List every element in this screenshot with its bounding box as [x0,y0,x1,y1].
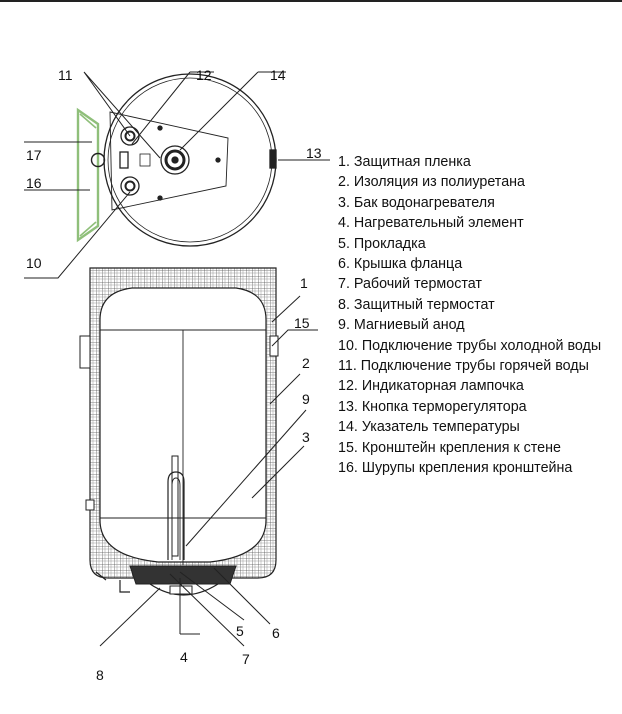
thermostat-button [269,149,277,169]
wall-bracket [76,107,100,243]
legend-item: 8. Защитный термостат [338,296,495,313]
pipe-left [79,335,91,369]
flange-cover [149,583,219,596]
bracket-screw [90,152,106,168]
top-view-outer-circle [103,73,277,247]
callout-15: 15 [294,315,310,331]
callout-3: 3 [302,429,310,445]
callout-2: 2 [302,355,310,371]
legend-item: 5. Прокладка [338,235,426,252]
callout-8: 8 [96,667,104,683]
parts-legend: 1. Защитная пленка 2. Изоляция из полиур… [338,152,618,479]
gasket [169,585,193,595]
flange-outline [109,111,229,211]
legend-item: 9. Магниевый анод [338,317,465,334]
callout-7: 7 [242,651,250,667]
magnesium-anode [171,455,179,557]
legend-item: 3. Бак водонагревателя [338,194,495,211]
legend-item: 13. Кнопка терморегулятора [338,398,527,415]
legend-item: 1. Защитная пленка [338,154,471,170]
leader-lines [24,71,330,647]
callout-labels: 11 12 14 13 17 16 10 1 15 2 9 3 5 6 7 4 … [26,67,322,683]
legend-item: 14. Указатель температуры [338,419,520,436]
callout-9: 9 [302,391,310,407]
legend-item: 15. Кронштейн крепления к стене [338,439,561,456]
flange [129,565,237,585]
legend-item: 7. Рабочий термостат [338,276,482,293]
callout-17: 17 [26,147,42,163]
callout-5: 5 [236,623,244,639]
callout-13: 13 [306,145,322,161]
callout-6: 6 [272,625,280,641]
legend-item: 16. Шурупы крепления кронштейна [338,460,573,477]
top-view [76,73,277,247]
legend-item: 11. Подключение трубы горячей воды [338,358,589,375]
pipe-right [269,335,279,357]
callout-10: 10 [26,255,42,271]
callout-4: 4 [180,649,188,665]
legend-item: 12. Индикаторная лампочка [338,378,524,395]
front-view [79,267,279,596]
callout-16: 16 [26,175,42,191]
callout-12: 12 [196,67,212,83]
indicator-lamp [119,151,129,169]
legend-item: 10. Подключение трубы холодной воды [338,337,602,354]
callout-14: 14 [270,67,286,83]
cold-pipe-fitting [120,176,140,196]
legend-item: 6. Крышка фланца [338,256,463,273]
heating-element [167,471,185,560]
top-rule [0,0,622,2]
callout-11: 11 [58,67,73,83]
thermostat-knob [160,145,190,175]
legend-item: 2. Изоляция из полиуретана [338,174,525,191]
callout-1: 1 [300,275,308,291]
legend-item: 4. Нагревательный элемент [338,215,524,232]
top-view-inner-circle [107,77,273,243]
